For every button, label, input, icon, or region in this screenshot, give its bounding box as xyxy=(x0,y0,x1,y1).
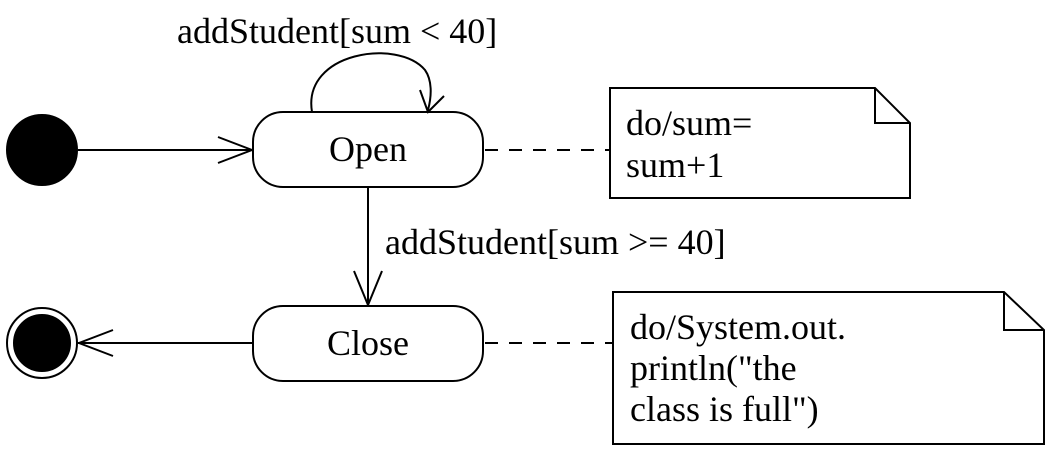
final-transition-arrowhead xyxy=(76,329,114,357)
close-note-line-2: println("the xyxy=(630,348,797,388)
open-note-line-1: do/sum= xyxy=(626,103,752,143)
close-note-line-3: class is full") xyxy=(630,389,819,429)
final-state-core xyxy=(13,314,71,372)
state-open-label: Open xyxy=(329,129,407,169)
final-state-ring xyxy=(6,307,78,379)
close-note-line-1: do/System.out. xyxy=(630,307,846,347)
open-to-close-label: addStudent[sum >= 40] xyxy=(385,222,726,262)
state-close-label: Close xyxy=(327,323,409,363)
close-note: do/System.out. println("the class is ful… xyxy=(612,291,1045,445)
state-close[interactable] xyxy=(252,305,484,382)
open-note-fold xyxy=(874,88,910,124)
state-open[interactable] xyxy=(252,111,484,188)
open-note: do/sum= sum+1 xyxy=(609,87,911,199)
self-loop-label: addStudent[sum < 40] xyxy=(177,11,497,51)
close-note-fold xyxy=(1003,292,1044,331)
open-note-box xyxy=(609,87,911,199)
open-note-line-2: sum+1 xyxy=(626,145,724,185)
close-note-box xyxy=(612,291,1045,445)
self-loop-transition xyxy=(310,52,432,113)
initial-state xyxy=(6,114,78,186)
self-loop-arrowhead xyxy=(419,89,445,114)
